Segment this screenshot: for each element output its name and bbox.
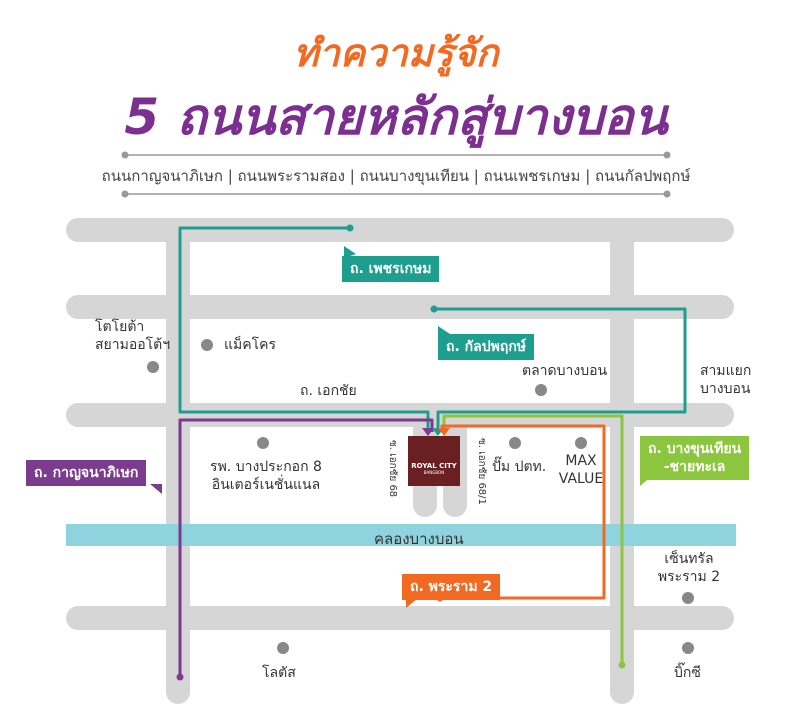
label-central-line1: เซ็นทรัล [664, 551, 714, 567]
canal-bangbon [66, 524, 736, 546]
logo-name: ROYAL CITY [411, 462, 457, 470]
title-line-1: ทำความรู้จัก [293, 31, 499, 75]
label-lotus: โลตัส [262, 665, 296, 681]
tag-phetkasem: ถ. เพชรเกษม [342, 256, 440, 282]
road-network [66, 218, 734, 704]
tag-pointer-icon [344, 246, 356, 258]
route-kanchanaphisek [178, 418, 434, 677]
royal-city-logo: ROYAL CITY BANGBON [408, 436, 460, 486]
label-samyaek-line1: สามแยก [700, 363, 752, 379]
tag-rama2: ถ. พระราม 2 [402, 574, 501, 600]
label-central: เซ็นทรัล พระราม 2 [654, 550, 724, 586]
logo-sub: BANGBON [423, 470, 445, 475]
label-canal: คลองบางบอน [374, 530, 464, 548]
label-ekkachai-road: ถ. เอกชัย [300, 383, 357, 399]
tag-kanchanaphisek: ถ. กาญจนาภิเษก [26, 460, 147, 486]
roads-list: ถนนกาญจนาภิเษก | ถนนพระรามสอง | ถนนบางขุ… [101, 167, 691, 185]
tag-pointer-icon [150, 484, 162, 494]
label-soi-ekkachai-68: ซ. เอกชัย 68 [387, 440, 398, 498]
label-hospital: รพ. บางประกอก 8 อินเตอร์เนชั่นแนล [204, 458, 328, 494]
label-hospital-line2: อินเตอร์เนชั่นแนล [211, 477, 321, 493]
tag-bangkhuntien-line2: -ชายทะเล [663, 459, 726, 475]
label-maxvalue: MAX VALUE [556, 452, 606, 488]
label-samyaek-line2: บางบอน [700, 381, 751, 397]
arrow-down-icon [422, 428, 434, 436]
label-central-line2: พระราม 2 [657, 569, 721, 585]
label-talat-bangbon: ตลาดบางบอน [522, 363, 608, 379]
divider-bottom [121, 190, 671, 198]
label-toyota: โตโยต้า สยามออโต้ฯ [95, 318, 170, 354]
title-line-2: 5 ถนนสายหลักสู่บางบอน [124, 88, 668, 146]
label-soi-ekkachai-68-1: ซ. เอกชัย 68/1 [476, 438, 487, 505]
tag-bangkhuntien-line1: ถ. บางขุนเทียน [648, 441, 742, 457]
arrow-down-icon [438, 428, 450, 436]
tag-kanlapaphruek: ถ. กัลปพฤกษ์ [438, 334, 535, 360]
label-ptt: ปั๊ม ปตท. [492, 459, 547, 475]
route-kanlapaphruek [434, 307, 687, 432]
label-toyota-line2: สยามออโต้ฯ [95, 337, 171, 353]
label-makro: แม็คโคร [224, 337, 277, 353]
label-maxvalue-line2: VALUE [558, 471, 604, 487]
label-samyaek-bangbon: สามแยก บางบอน [700, 362, 751, 398]
place-markers [147, 339, 694, 654]
route-bangkhuntien [442, 414, 624, 665]
label-maxvalue-line1: MAX [565, 453, 597, 469]
label-hospital-line1: รพ. บางประกอก 8 [210, 459, 322, 475]
label-bigc: บิ๊กซี [674, 665, 701, 681]
label-toyota-line1: โตโยต้า [95, 319, 145, 335]
divider-top [121, 151, 671, 159]
tag-bangkhuntien: ถ. บางขุนเทียน -ชายทะเล [640, 436, 750, 480]
tag-pointer-icon [406, 598, 418, 608]
